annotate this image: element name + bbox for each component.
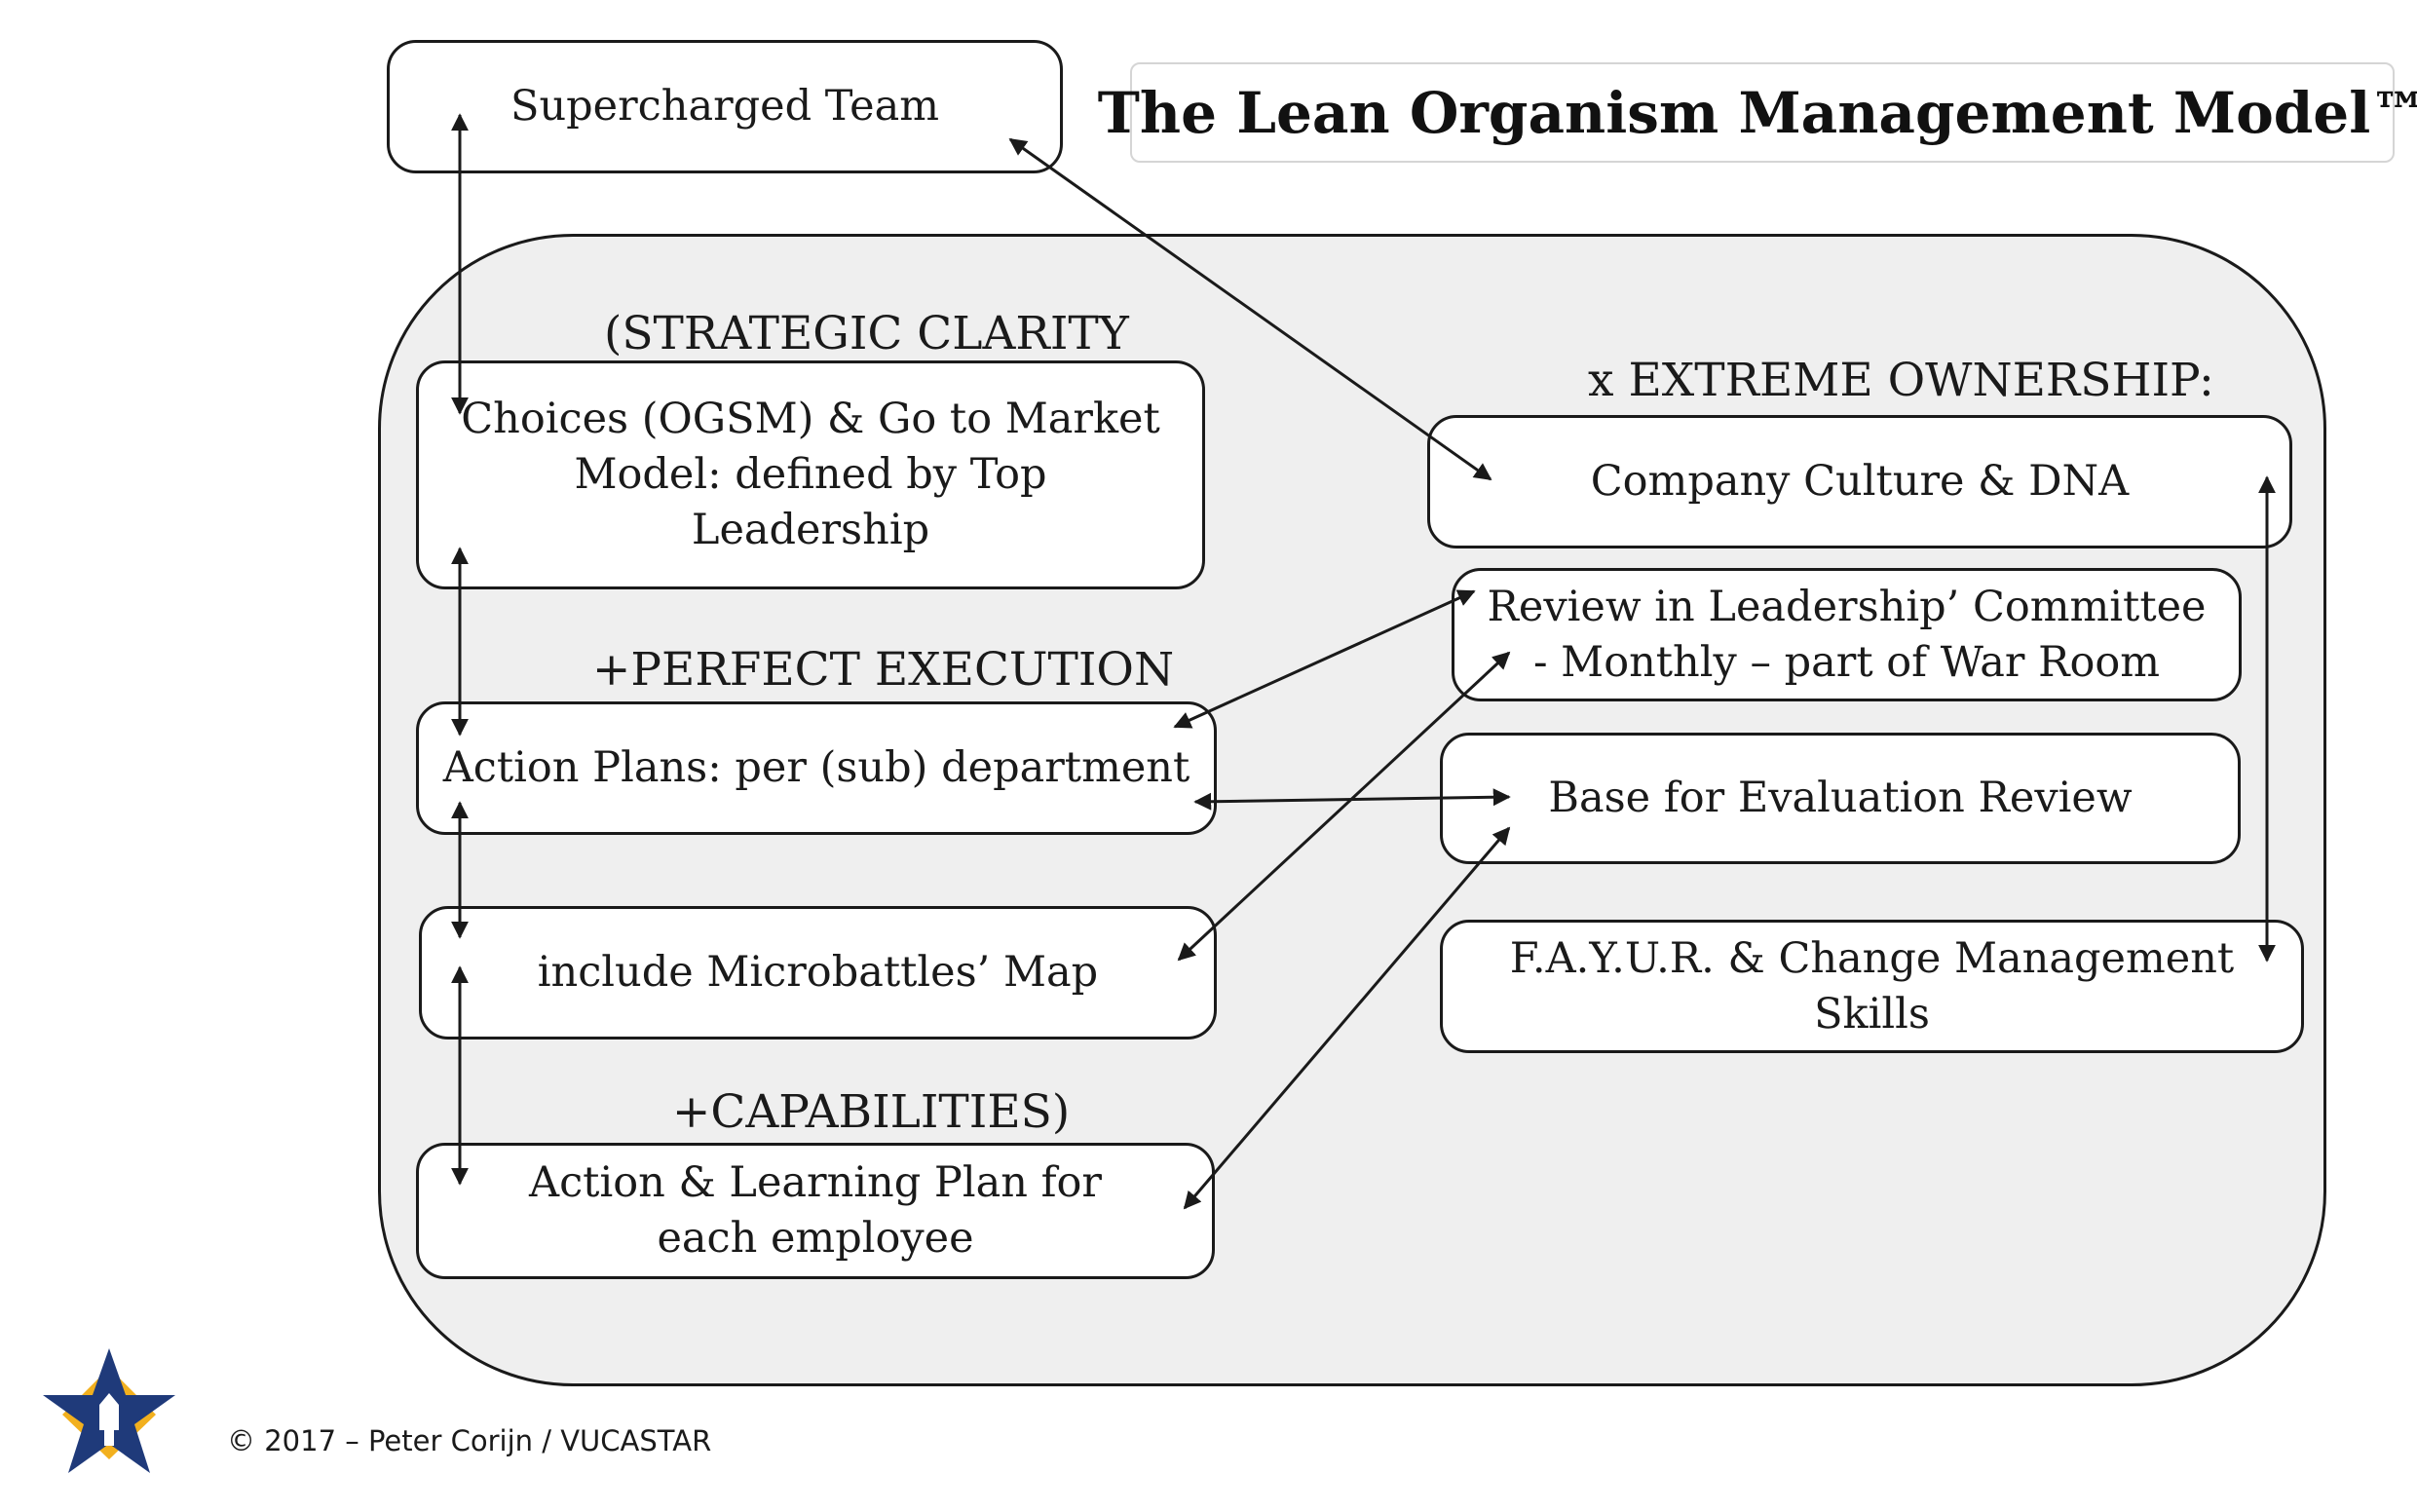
action-plans-box: Action Plans: per (sub) department <box>416 701 1217 835</box>
evaluation-label: Base for Evaluation Review <box>1548 774 2133 823</box>
microbattles-label: include Microbattles’ Map <box>537 948 1099 998</box>
fayur-box: F.A.Y.U.R. & Change Management Skills <box>1440 920 2304 1053</box>
action-plans-label: Action Plans: per (sub) department <box>442 743 1190 793</box>
supercharged-team-label: Supercharged Team <box>510 82 939 132</box>
heading-extreme-ownership: x EXTREME OWNERSHIP: <box>1588 354 2214 407</box>
learning-plan-label: Action & Learning Plan for each employee <box>529 1158 1102 1263</box>
evaluation-box: Base for Evaluation Review <box>1440 733 2241 864</box>
culture-box: Company Culture & DNA <box>1427 415 2292 548</box>
copyright-footer: © 2017 – Peter Corijn / VUCASTAR <box>227 1424 712 1457</box>
arrow-review-to-action-plans <box>1173 589 1476 729</box>
heading-capabilities: +CAPABILITIES) <box>672 1085 1071 1139</box>
review-box: Review in Leadership’ Committee - Monthl… <box>1452 568 2242 701</box>
star-logo-icon <box>43 1348 175 1473</box>
microbattles-box: include Microbattles’ Map <box>419 906 1217 1040</box>
arrow-evaluation-to-learning-plan <box>1183 826 1511 1210</box>
supercharged-team-box: Supercharged Team <box>387 40 1063 173</box>
learning-plan-box: Action & Learning Plan for each employee <box>416 1143 1215 1279</box>
heading-perfect-execution: +PERFECT EXECUTION <box>592 643 1175 697</box>
culture-label: Company Culture & DNA <box>1590 457 2130 507</box>
arrow-team-to-culture <box>1008 137 1492 481</box>
review-label: Review in Leadership’ Committee - Monthl… <box>1487 582 2207 687</box>
diagram-title: The Lean Organism Management Model™ <box>1097 79 2417 146</box>
arrow-review-to-microbattles <box>1177 651 1511 962</box>
fayur-label: F.A.Y.U.R. & Change Management Skills <box>1509 933 2235 1039</box>
